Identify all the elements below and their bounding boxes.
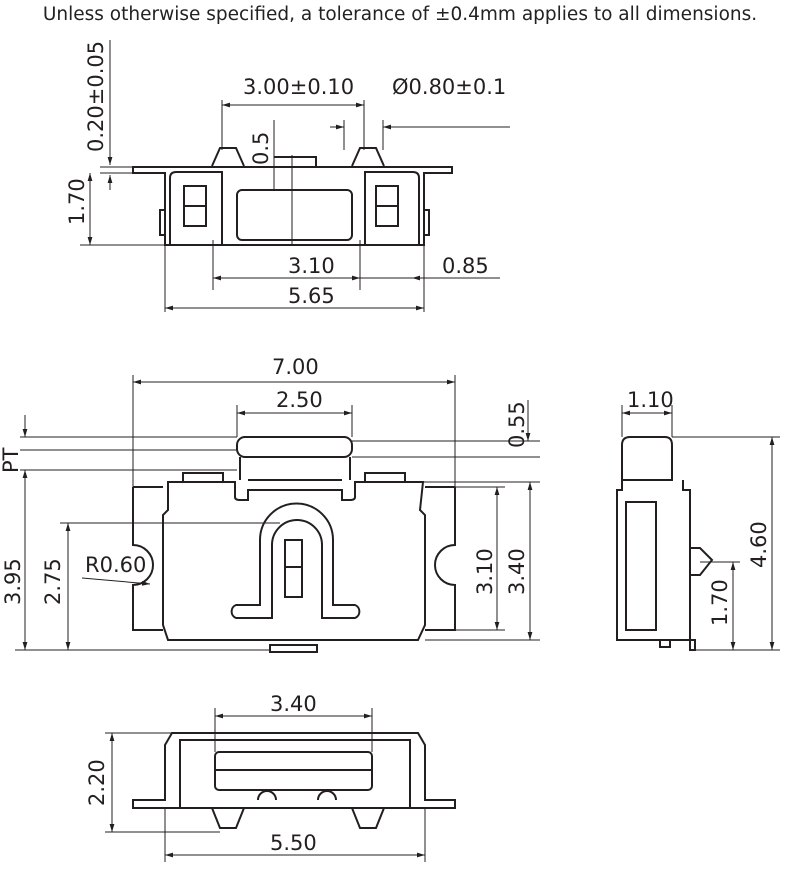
dim-side: 0.85 bbox=[442, 254, 489, 278]
dim-height-395: 3.95 bbox=[1, 558, 25, 605]
bottom-dim-button: 3.40 bbox=[270, 692, 317, 716]
bottom-dim-width: 5.50 bbox=[270, 831, 317, 855]
dim-inner-width: 3.10 bbox=[288, 254, 335, 278]
dim-height-275: 2.75 bbox=[41, 558, 65, 605]
dim-top-width: 5.65 bbox=[288, 284, 335, 308]
tolerance-note: Unless otherwise specified, a tolerance … bbox=[42, 4, 758, 25]
side-dim-total: 4.60 bbox=[747, 521, 771, 568]
dim-height-310: 3.10 bbox=[473, 548, 497, 595]
side-dim-button: 1.10 bbox=[627, 388, 674, 412]
dim-travel: 0.55 bbox=[505, 401, 529, 448]
bottom-view: 3.40 2.20 5.50 bbox=[85, 692, 456, 862]
front-view: 7.00 2.50 0.55 PT 3.95 2.75 R0.60 3.10 3… bbox=[0, 355, 540, 653]
dim-total-width: 7.00 bbox=[272, 355, 319, 379]
bottom-dim-height: 2.20 bbox=[85, 759, 109, 806]
dim-tab-thickness: 0.20±0.05 bbox=[84, 41, 108, 152]
top-view: 0.20±0.05 1.70 3.00±0.10 Ø0.80±0.1 0.5 3… bbox=[65, 40, 510, 312]
dim-height-340: 3.40 bbox=[505, 548, 529, 595]
dim-pin-diameter: Ø0.80±0.1 bbox=[392, 75, 506, 99]
dim-radius: R0.60 bbox=[85, 553, 146, 577]
dim-pin-height: 0.5 bbox=[249, 132, 273, 165]
dim-button-width: 2.50 bbox=[276, 388, 323, 412]
side-dim-pin: 1.70 bbox=[708, 579, 732, 626]
label-pt: PT bbox=[0, 447, 23, 473]
side-view: 1.10 4.60 1.70 bbox=[616, 388, 780, 651]
dim-top-height: 1.70 bbox=[65, 178, 89, 225]
dim-pin-pitch: 3.00±0.10 bbox=[243, 75, 354, 99]
